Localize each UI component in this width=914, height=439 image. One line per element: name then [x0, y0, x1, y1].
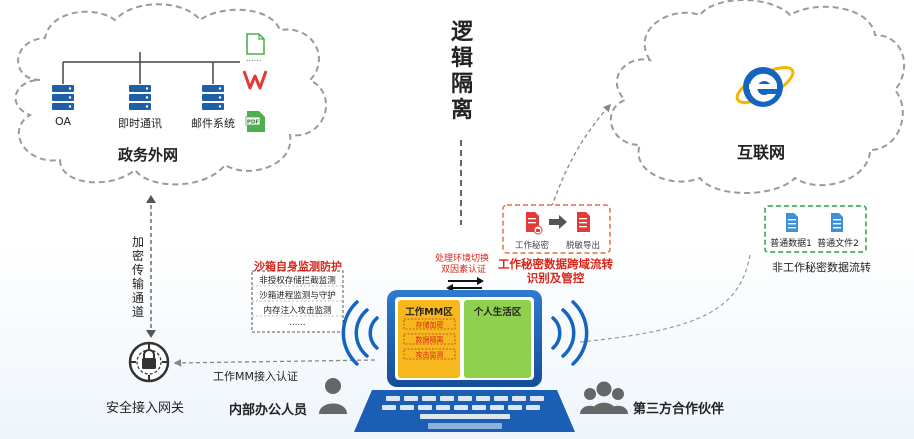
document-icon [246, 33, 265, 55]
sandbox-item: 沙箱进程监测与守护 [259, 291, 336, 301]
internet-caption: 非工作秘密数据流转 [772, 261, 871, 274]
env-switch-label: 处理环境切换 双因素认证 [435, 254, 489, 276]
server-icon [202, 85, 224, 110]
internet-doc-label-2: 普通文件2 [817, 239, 859, 249]
work-zone-item: 存储加密 [415, 321, 444, 329]
export-doc-icon [577, 212, 590, 232]
signal-left-icon [341, 300, 379, 366]
internet-explorer-icon [735, 66, 795, 107]
internal-staff-label: 内部办公人员 [229, 403, 308, 418]
personal-zone-title: 个人生活区 [473, 307, 522, 318]
personal-zone-panel [464, 300, 531, 378]
encrypted-channel-label: 加密传输通道 [131, 235, 144, 319]
wps-icon [242, 70, 268, 90]
person-icon [319, 378, 347, 414]
internet-doc-label-1: 普通数据1 [770, 239, 812, 249]
logical-isolation-label: 逻 辑 隔 离 [449, 20, 475, 124]
work-zone-title: 工作MM区 [405, 307, 453, 318]
third-party-label: 第三方合作伙伴 [633, 402, 725, 417]
server-label-mail: 邮件系统 [191, 117, 235, 130]
env-switch-line: 处理环境切换 [435, 254, 490, 264]
document-icon [831, 213, 843, 232]
access-auth-label: 工作MM接入认证 [213, 370, 298, 383]
svg-text:PDF: PDF [247, 120, 260, 126]
internet-return-arrow [579, 254, 751, 343]
group-icon [580, 381, 628, 414]
sandbox-item: ...... [289, 318, 306, 328]
encrypted-channel-arrow [146, 195, 156, 338]
access-auth-arrow [173, 359, 376, 367]
isolation-char: 逻 [450, 20, 473, 45]
doc-ellipsis: ...... [246, 54, 262, 63]
secret-flow-title-line: 识别及管控 [526, 271, 585, 285]
server-label-im: 即时通讯 [118, 117, 162, 130]
isolation-char: 隔 [450, 72, 473, 97]
work-zone-item: 数据隔离 [415, 336, 444, 344]
internet-title: 互联网 [737, 143, 786, 162]
sandbox-protection-title: 沙箱自身监测防护 [254, 260, 342, 273]
secret-flow-from: 工作秘密 [515, 241, 550, 251]
secret-flow-to: 脱敏导出 [566, 241, 601, 251]
switch-arrows-icon [446, 277, 484, 292]
gov-network-title: 政务外网 [118, 146, 179, 164]
sandbox-item: 非授权存储拦截监测 [259, 276, 336, 286]
secret-flow-title-line: 工作秘密数据跨域流转 [498, 257, 613, 271]
document-icon [786, 213, 798, 232]
server-label-oa: OA [55, 115, 71, 128]
env-switch-line: 双因素认证 [441, 265, 487, 275]
isolation-char: 辑 [450, 46, 473, 71]
server-tree-lines [62, 52, 240, 84]
server-icon [52, 85, 74, 110]
work-zone-panel [398, 300, 460, 378]
isolation-char: 离 [450, 98, 473, 123]
arrow-right-icon [549, 215, 567, 229]
pdf-icon: PDF [245, 111, 265, 132]
gateway-icon [128, 341, 170, 383]
work-zone-item: 攻击监测 [415, 351, 444, 359]
gateway-label: 安全接入网关 [106, 401, 185, 416]
sandbox-protection-box [251, 270, 344, 333]
signal-right-icon [551, 300, 589, 366]
secret-doc-icon [526, 212, 543, 235]
sandbox-item: 内存注入攻击监测 [263, 306, 332, 316]
server-icon [129, 85, 151, 110]
secret-flow-title: 工作秘密数据跨域流转 识别及管控 [498, 257, 613, 285]
